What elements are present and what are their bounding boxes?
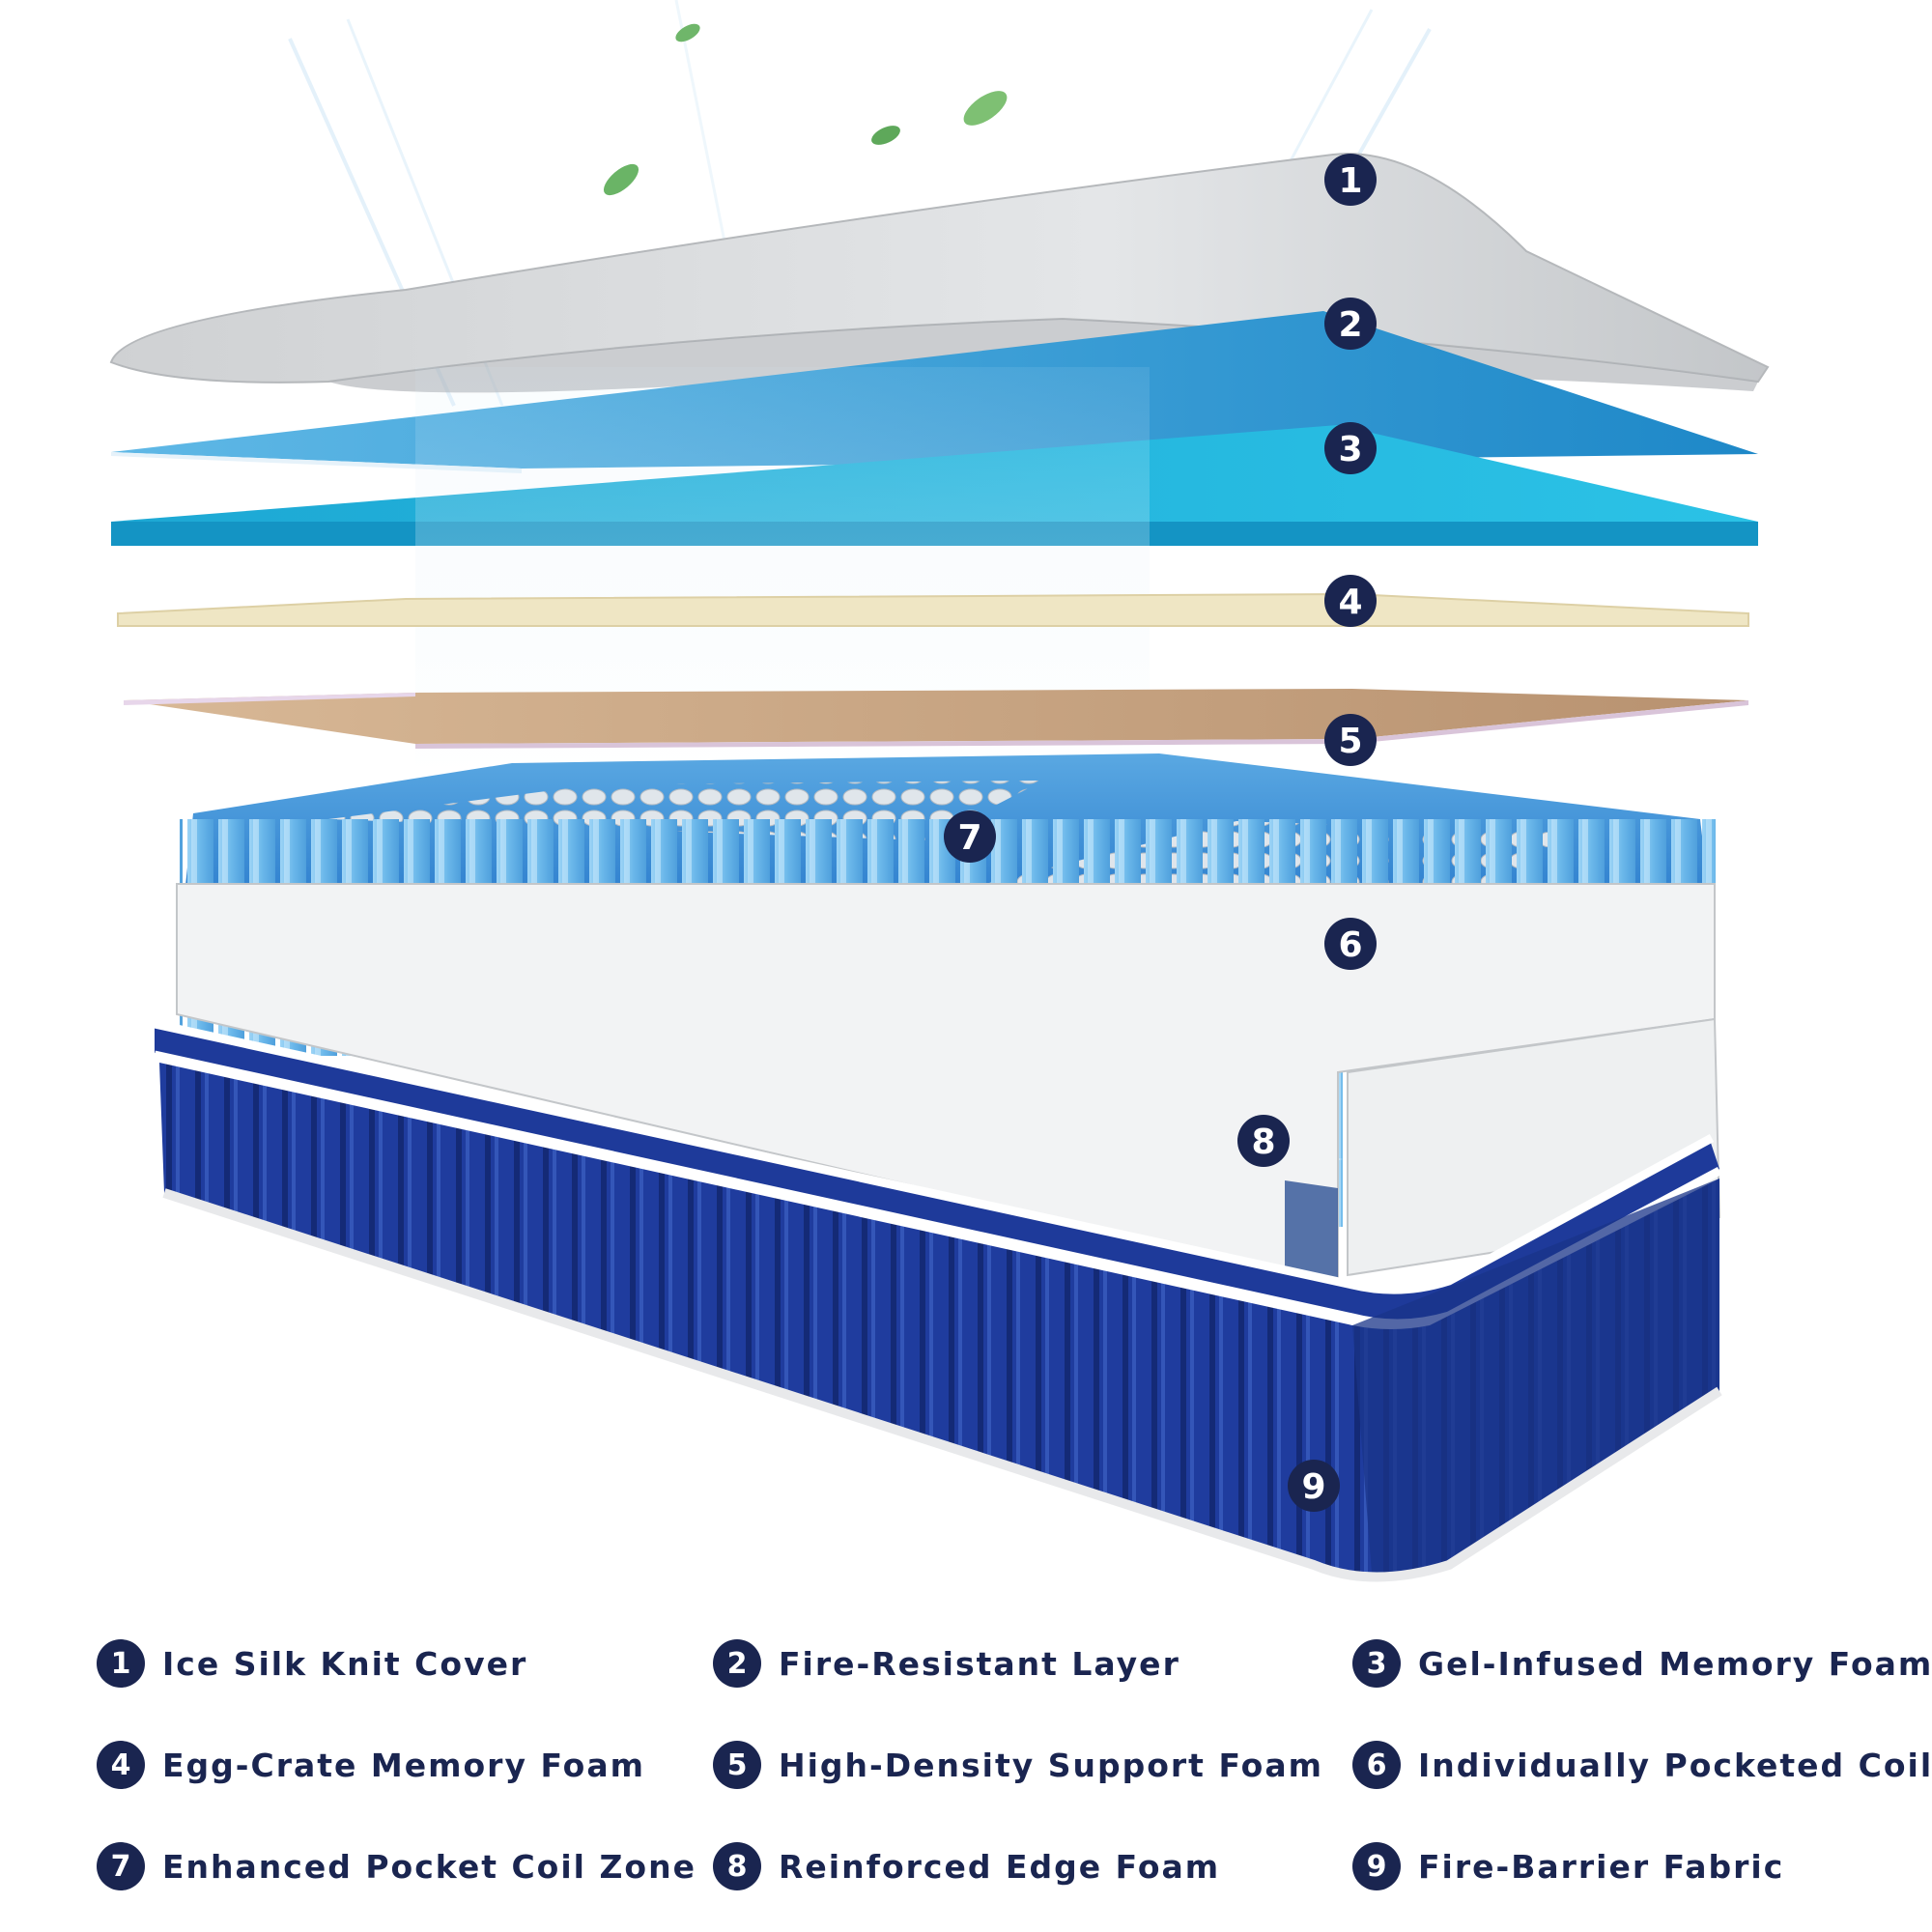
badge-6: 6 [1324,918,1377,970]
legend-label: Reinforced Edge Foam [779,1847,1221,1886]
svg-text:3: 3 [1338,430,1362,469]
legend-item-3: 3 Gel-Infused Memory Foam [1352,1634,1932,1692]
badge-7: 7 [944,810,996,863]
badge-2: 2 [1324,298,1377,350]
legend-badge: 4 [97,1741,145,1789]
svg-text:7: 7 [957,818,981,858]
legend-badge: 9 [1352,1842,1401,1890]
svg-text:1: 1 [1338,161,1362,201]
legend-item-8: 8 Reinforced Edge Foam [713,1837,1220,1895]
legend-badge: 3 [1352,1639,1401,1688]
legend-label: Gel-Infused Memory Foam [1418,1644,1932,1683]
legend-label: Fire-Barrier Fabric [1418,1847,1785,1886]
legend-label: Fire-Resistant Layer [779,1644,1180,1683]
mattress-base [154,1019,1722,1582]
legend-badge: 2 [713,1639,761,1688]
legend-item-9: 9 Fire-Barrier Fabric [1352,1837,1784,1895]
legend-label: Egg-Crate Memory Foam [162,1746,645,1784]
svg-text:5: 5 [1338,722,1362,761]
legend-item-6: 6 Individually Pocketed Coils [1352,1736,1932,1794]
svg-text:2: 2 [1338,305,1362,345]
legend-badge: 7 [97,1842,145,1890]
badge-5: 5 [1324,714,1377,766]
badge-9: 9 [1288,1460,1340,1512]
svg-text:8: 8 [1251,1122,1275,1162]
legend-item-4: 4 Egg-Crate Memory Foam [97,1736,645,1794]
legend-label: Individually Pocketed Coils [1418,1746,1932,1784]
badge-8: 8 [1237,1115,1290,1167]
legend-badge: 1 [97,1639,145,1688]
svg-text:6: 6 [1338,925,1362,965]
badge-1: 1 [1324,154,1377,206]
svg-text:4: 4 [1338,582,1362,622]
layer-number-badges: 1 2 3 4 5 6 7 [944,154,1377,1512]
legend-item-5: 5 High-Density Support Foam [713,1736,1323,1794]
layer-support-foam [124,689,1748,749]
svg-text:9: 9 [1301,1467,1325,1507]
legend-label: High-Density Support Foam [779,1746,1323,1784]
badge-3: 3 [1324,422,1377,474]
leaf-icon [603,23,1008,196]
legend-badge: 6 [1352,1741,1401,1789]
legend-label: Enhanced Pocket Coil Zone [162,1847,696,1886]
layer-legend: 1 Ice Silk Knit Cover 2 Fire-Resistant L… [0,1584,1932,1932]
legend-item-7: 7 Enhanced Pocket Coil Zone [97,1837,696,1895]
legend-item-1: 1 Ice Silk Knit Cover [97,1634,527,1692]
legend-item-2: 2 Fire-Resistant Layer [713,1634,1180,1692]
legend-badge: 8 [713,1842,761,1890]
layer-egg-crate-foam [117,592,1749,627]
legend-label: Ice Silk Knit Cover [162,1644,528,1683]
mattress-exploded-diagram: 1 2 3 4 5 6 7 [109,0,1770,1582]
legend-badge: 5 [713,1741,761,1789]
badge-4: 4 [1324,575,1377,627]
